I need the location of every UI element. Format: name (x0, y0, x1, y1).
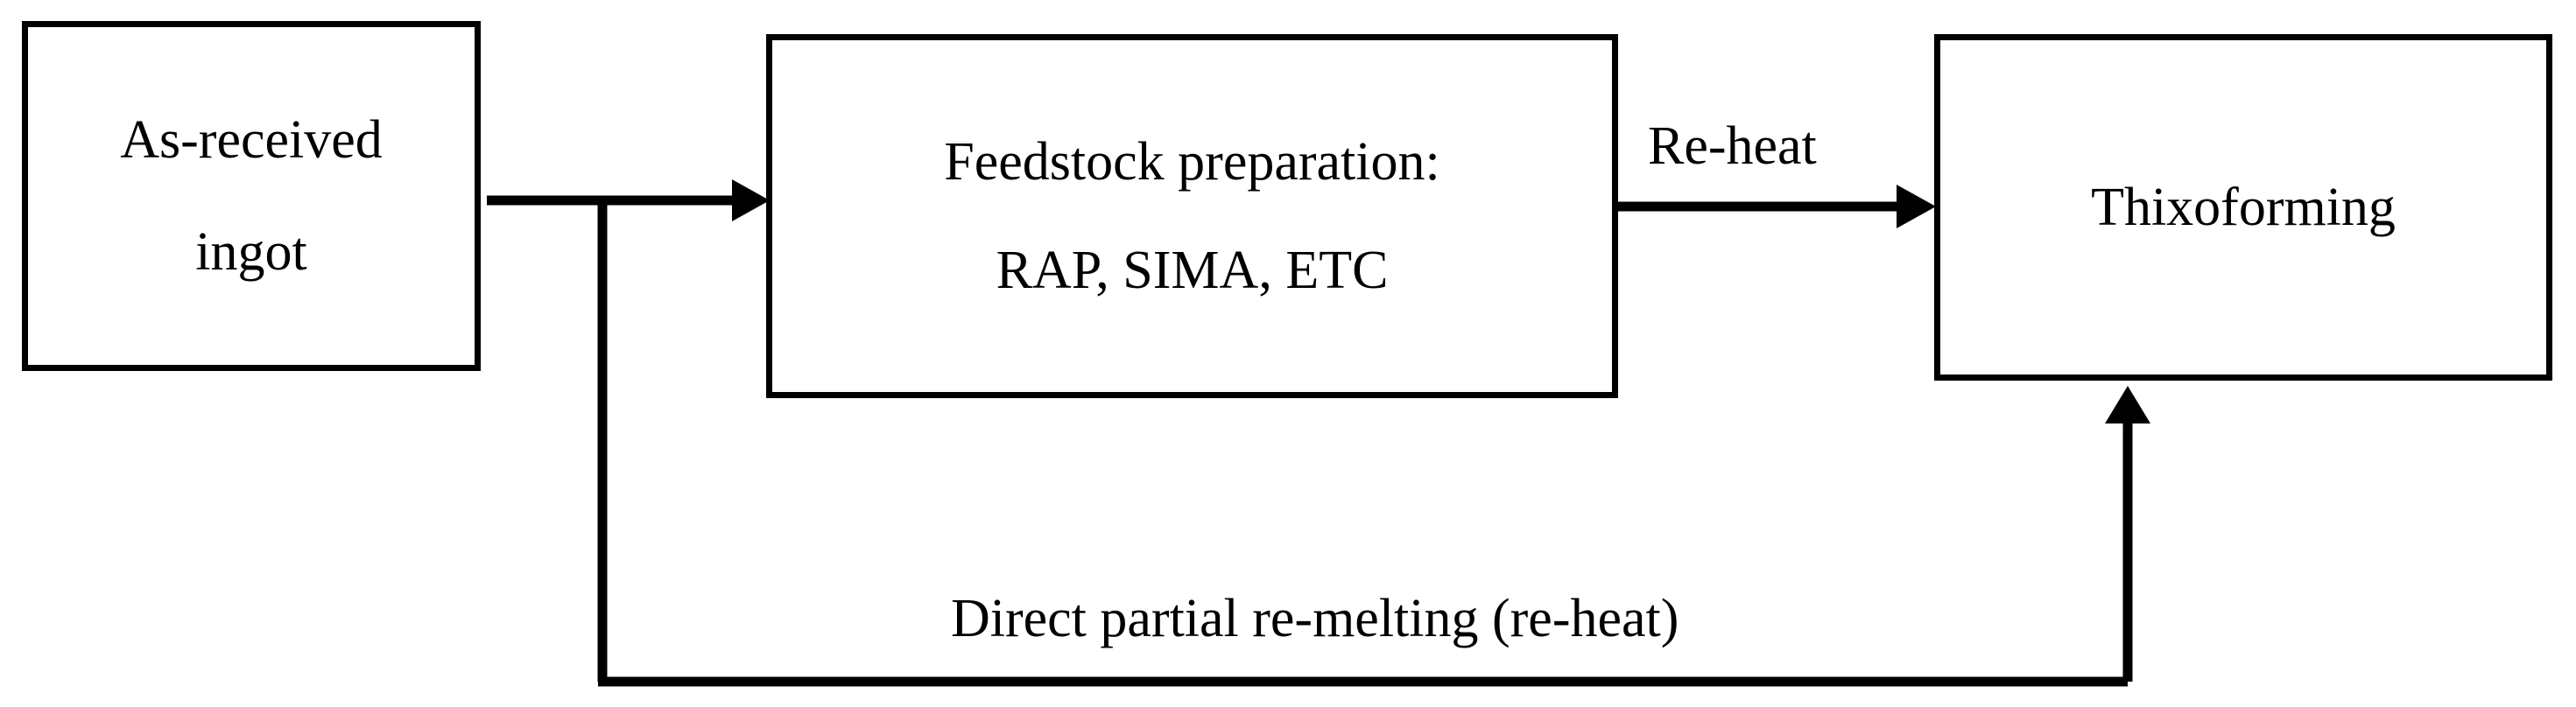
arrow-bypass-to-thixoforming (598, 386, 2150, 687)
node-as-received-ingot-line1: As-received (120, 110, 383, 170)
arrow-ingot-to-feedstock (487, 179, 770, 221)
edge-label-re-heat: Re-heat (1648, 116, 1817, 176)
node-thixoforming-line1: Thixoforming (2091, 178, 2396, 237)
node-feedstock-preparation-line1: Feedstock preparation: (944, 132, 1440, 192)
edge-label-direct-partial-re-melting: Direct partial re-melting (re-heat) (951, 589, 1679, 648)
arrow-feedstock-to-thixoforming (1605, 185, 1936, 228)
node-as-received-ingot[interactable]: As-received ingot (22, 21, 481, 371)
node-thixoforming[interactable]: Thixoforming (1934, 34, 2552, 381)
node-as-received-ingot-line2: ingot (195, 222, 307, 282)
node-feedstock-preparation[interactable]: Feedstock preparation: RAP, SIMA, ETC (766, 34, 1618, 398)
node-feedstock-preparation-line2: RAP, SIMA, ETC (996, 241, 1389, 300)
